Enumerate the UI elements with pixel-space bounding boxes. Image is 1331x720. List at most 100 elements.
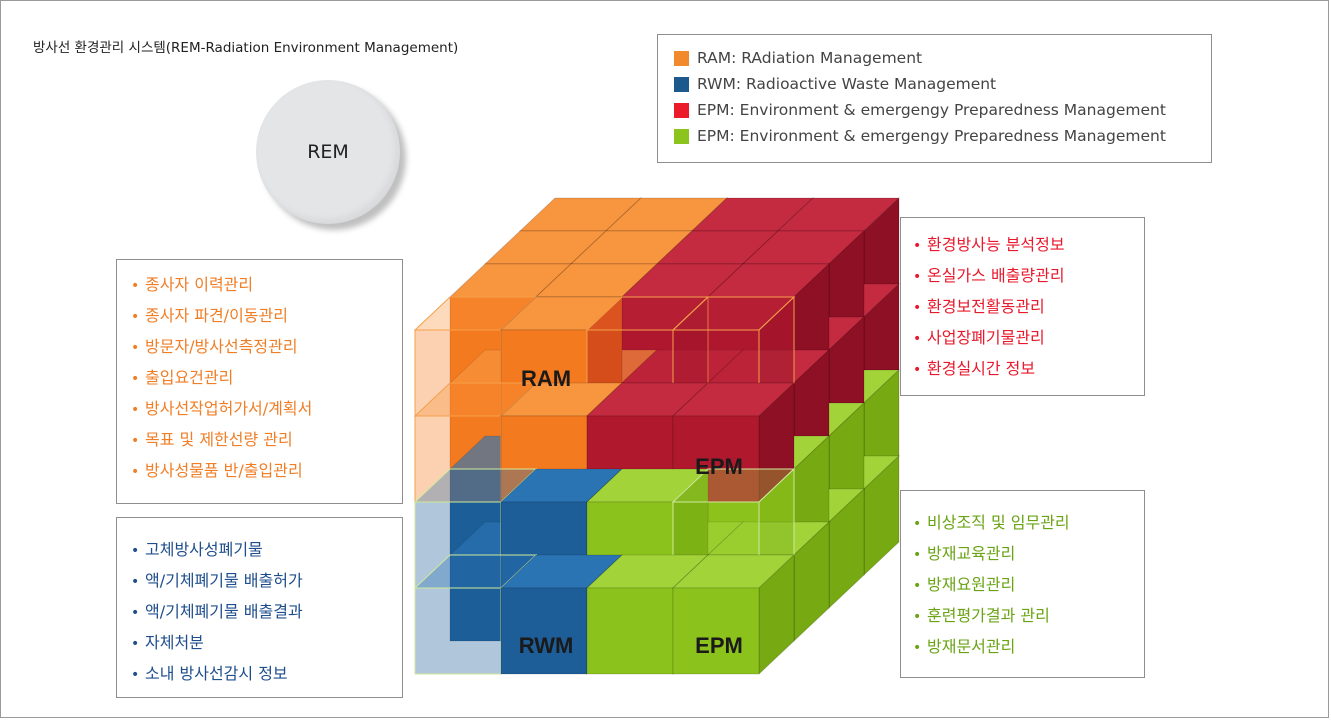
cube-label-rwm: RWM [519, 633, 574, 658]
bullet-icon: • [913, 269, 922, 285]
legend-item-epm-red: EPM: Environment & emergengy Preparednes… [674, 97, 1211, 123]
list-item-text: 방문자/방사선측정관리 [145, 337, 298, 356]
bullet-icon: • [131, 543, 140, 559]
bullet-icon: • [913, 578, 922, 594]
rwm-function-box: • 고체방사성폐기물 • 액/기체폐기물 배출허가 • 액/기체폐기물 배출결과 • 자체처분… [116, 517, 403, 698]
list-item-text: 목표 및 제한선량 관리 [145, 430, 293, 449]
list-item-text: 출입요건관리 [145, 368, 234, 387]
page-title: 방사선 환경관리 시스템(REM-Radiation Environment M… [33, 40, 459, 56]
cube-block [672, 587, 760, 675]
list-item-text: 종사자 파견/이동관리 [145, 306, 288, 325]
legend-item-ram: RAM: RAdiation Management [674, 45, 1211, 71]
legend-item-rwm: RWM: Radioactive Waste Management [674, 71, 1211, 97]
list-item: • 비상조직 및 임무관리 [913, 507, 1144, 538]
legend-label-epm-red: EPM: Environment & emergengy Preparednes… [697, 101, 1166, 119]
list-item-text: 방사성물품 반/출입관리 [145, 461, 303, 480]
list-item: • 방재교육관리 [913, 538, 1144, 569]
bullet-icon: • [131, 464, 140, 480]
list-item: • 방문자/방사선측정관리 [131, 331, 402, 362]
cube-label-ram: RAM [521, 366, 571, 391]
list-item-text: 액/기체폐기물 배출허가 [145, 571, 303, 590]
list-item: • 출입요건관리 [131, 362, 402, 393]
list-item: • 액/기체폐기물 배출허가 [131, 565, 402, 596]
legend-label-ram: RAM: RAdiation Management [697, 49, 923, 67]
bullet-icon: • [131, 636, 140, 652]
list-item-text: 방재교육관리 [927, 544, 1016, 563]
list-item: • 액/기체폐기물 배출결과 [131, 596, 402, 627]
rem-circle: REM [256, 80, 400, 224]
ram-function-box: • 종사자 이력관리 • 종사자 파견/이동관리 • 방문자/방사선측정관리 • 출입요건관리… [116, 259, 403, 504]
list-item-text: 환경보전활동관리 [927, 297, 1045, 316]
legend-swatch-red [674, 102, 689, 118]
list-item-text: 환경실시간 정보 [927, 359, 1036, 378]
list-item-text: 환경방사능 분석정보 [927, 235, 1065, 254]
list-item: • 방재요원관리 [913, 569, 1144, 600]
cube-blocks [413, 196, 901, 676]
bullet-icon: • [131, 371, 140, 387]
list-item-text: 온실가스 배출량관리 [927, 266, 1065, 285]
list-item-text: 소내 방사선감시 정보 [145, 664, 288, 683]
legend-item-epm-green: EPM: Environment & emergengy Preparednes… [674, 123, 1211, 149]
legend-swatch-green [674, 128, 689, 144]
epm-environment-list: • 환경방사능 분석정보 • 온실가스 배출량관리 • 환경보전활동관리 • 사업장폐기물관리… [913, 229, 1144, 384]
legend-swatch-blue [674, 76, 689, 92]
legend-label-rwm: RWM: Radioactive Waste Management [697, 75, 997, 93]
list-item: • 방사선작업허가서/계획서 [131, 393, 402, 424]
bullet-icon: • [131, 309, 140, 325]
bullet-icon: • [913, 362, 922, 378]
list-item: • 종사자 이력관리 [131, 269, 402, 300]
list-item: • 훈련평가결과 관리 [913, 600, 1144, 631]
cube-block [586, 587, 674, 675]
cube-block [414, 587, 502, 675]
ram-function-list: • 종사자 이력관리 • 종사자 파견/이동관리 • 방문자/방사선측정관리 • 출입요건관리… [131, 269, 402, 486]
rem-label: REM [307, 141, 349, 163]
bullet-icon: • [913, 238, 922, 254]
list-item: • 환경방사능 분석정보 [913, 229, 1144, 260]
cube-label-epm-bottom: EPM [695, 633, 743, 658]
list-item: • 방재문서관리 [913, 631, 1144, 662]
list-item-text: 비상조직 및 임무관리 [927, 513, 1070, 532]
list-item: • 종사자 파견/이동관리 [131, 300, 402, 331]
bullet-icon: • [131, 605, 140, 621]
bullet-icon: • [913, 609, 922, 625]
cube-block [500, 587, 588, 675]
bullet-icon: • [131, 433, 140, 449]
legend-label-epm-green: EPM: Environment & emergengy Preparednes… [697, 127, 1166, 145]
bullet-icon: • [913, 331, 922, 347]
list-item: • 소내 방사선감시 정보 [131, 658, 402, 689]
bullet-icon: • [131, 278, 140, 294]
bullet-icon: • [913, 516, 922, 532]
bullet-icon: • [131, 574, 140, 590]
list-item: • 사업장폐기물관리 [913, 322, 1144, 353]
epm-emergency-box: • 비상조직 및 임무관리 • 방재교육관리 • 방재요원관리 • 훈련평가결과 관리 • 방재문… [900, 490, 1145, 678]
list-item-text: 액/기체폐기물 배출결과 [145, 602, 303, 621]
list-item: • 방사성물품 반/출입관리 [131, 455, 402, 486]
cube-label-epm-top: EPM [695, 454, 743, 479]
bullet-icon: • [131, 667, 140, 683]
rwm-function-list: • 고체방사성폐기물 • 액/기체폐기물 배출허가 • 액/기체폐기물 배출결과 • 자체처분… [131, 534, 402, 689]
bullet-icon: • [913, 547, 922, 563]
list-item-text: 방사선작업허가서/계획서 [145, 399, 313, 418]
list-item: • 온실가스 배출량관리 [913, 260, 1144, 291]
list-item-text: 훈련평가결과 관리 [927, 606, 1050, 625]
list-item-text: 자체처분 [145, 633, 204, 652]
bullet-icon: • [131, 340, 140, 356]
list-item: • 환경실시간 정보 [913, 353, 1144, 384]
list-item-text: 방재요원관리 [927, 575, 1016, 594]
bullet-icon: • [131, 402, 140, 418]
list-item: • 고체방사성폐기물 [131, 534, 402, 565]
epm-environment-box: • 환경방사능 분석정보 • 온실가스 배출량관리 • 환경보전활동관리 • 사업장폐기물관리… [900, 217, 1145, 396]
bullet-icon: • [913, 300, 922, 316]
bullet-icon: • [913, 640, 922, 656]
list-item-text: 사업장폐기물관리 [927, 328, 1045, 347]
list-item: • 환경보전활동관리 [913, 291, 1144, 322]
list-item-text: 종사자 이력관리 [145, 275, 254, 294]
list-item: • 자체처분 [131, 627, 402, 658]
epm-emergency-list: • 비상조직 및 임무관리 • 방재교육관리 • 방재요원관리 • 훈련평가결과 관리 • 방재문… [913, 507, 1144, 662]
list-item: • 목표 및 제한선량 관리 [131, 424, 402, 455]
legend: RAM: RAdiation Management RWM: Radioacti… [657, 34, 1212, 163]
list-item-text: 방재문서관리 [927, 637, 1016, 656]
list-item-text: 고체방사성폐기물 [145, 540, 263, 559]
